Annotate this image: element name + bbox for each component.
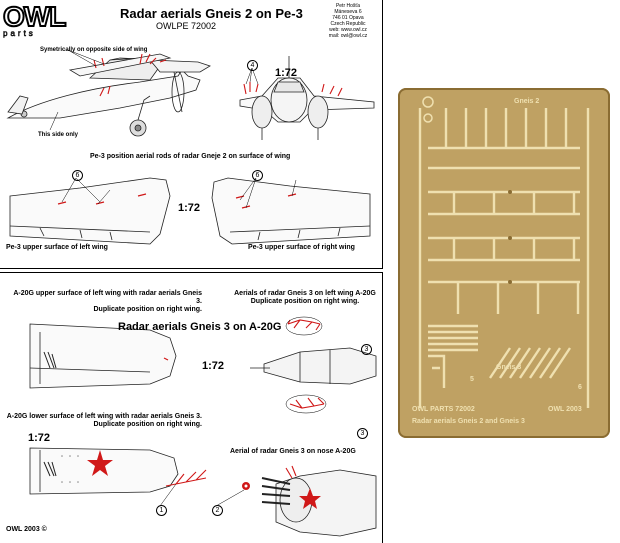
pe3-left-wing-aerials (57, 193, 147, 205)
page-title: Radar aerials Gneis 2 on Pe-3 (120, 6, 303, 21)
scale-wings: 1:72 (178, 202, 201, 214)
fret-num-5: 5 (470, 376, 474, 383)
pe3-left-wing (9, 177, 171, 245)
scale-front: 1:72 (275, 67, 298, 79)
pe3-front-aerials (243, 82, 343, 97)
callout-6-right: 6 (252, 170, 263, 181)
address-line: mail: owl@owl.cz (328, 33, 368, 39)
top-panel (0, 0, 383, 269)
callout-6-left: 6 (72, 170, 83, 181)
caption-aerials: Aerials of radar Gneis 3 on left wing A-… (230, 290, 380, 306)
callout-3-top: 3 (361, 344, 372, 355)
callout-3-bottom: 3 (357, 428, 368, 439)
fret-footer-desc: Radar aerials Gneis 2 and Gneis 3 (412, 418, 525, 425)
callout-4: 4 (247, 60, 258, 71)
product-code: OWLPE 72002 (156, 21, 217, 31)
left-wing-caption: Pe-3 upper surface of left wing (6, 244, 108, 251)
caption-lower-line2: Duplicate position on right wing. (93, 421, 203, 428)
a20g-nose-star (299, 488, 321, 509)
fret-artwork (418, 96, 590, 408)
caption-lower-wing: A-20G lower surface of left wing with ra… (6, 413, 202, 429)
fret-label-gneis3: Gneis 3 (496, 364, 522, 371)
photoetch-fret: Gneis 2 Gneis 3 5 6 OWL PARTS 72002 OWL … (398, 88, 610, 438)
a20g-title: Radar aerials Gneis 3 on A-20G (118, 321, 282, 333)
address-line: web: www.owl.cz (329, 27, 367, 33)
pe3-side-view (6, 53, 211, 137)
pe3-side-aerials (93, 53, 167, 97)
note-symmetric: Symetrically on opposite side of wing (40, 47, 148, 53)
logo-sub: parts (3, 29, 36, 38)
address-block: Petr Hošťa Máneseva 6 746 01 Opava Czech… (316, 3, 380, 39)
scale-low: 1:72 (28, 432, 51, 444)
fret-num-6: 6 (578, 384, 582, 391)
position-caption: Pe-3 position aerial rods of radar Gneje… (90, 153, 291, 160)
address-line: Czech Republic (330, 21, 366, 27)
scale-mid: 1:72 (202, 360, 225, 372)
caption-upper-wing: A-20G upper surface of left wing with ra… (6, 290, 202, 314)
caption-aerials-line1: Aerials of radar Gneis 3 on left wing A-… (234, 290, 376, 297)
fret-footer-left: OWL PARTS 72002 (412, 406, 475, 413)
callout-1: 1 (156, 505, 167, 516)
aerial-part-2 (242, 482, 250, 490)
caption-nose: Aerial of radar Gneis 3 on nose A-20G (230, 448, 356, 455)
a20g-nose (261, 469, 377, 537)
aerial-part-1 (165, 469, 207, 487)
note-this-side: This side only (38, 132, 79, 138)
a20g-aerial-rods-top (285, 316, 323, 336)
caption-lower-line1: A-20G lower surface of left wing with ra… (6, 413, 202, 420)
fret-label-gneis2: Gneis 2 (514, 98, 540, 105)
caption-aerials-line2: Duplicate position on right wing. (250, 298, 360, 305)
bottom-panel (0, 272, 383, 543)
a20g-nacelle (250, 347, 377, 385)
pe3-side-leaders (49, 49, 105, 131)
fret-footer-right: OWL 2003 (548, 406, 582, 413)
pe3-front-view (239, 56, 375, 140)
caption-upper-line1: A-20G upper surface of left wing with ra… (13, 290, 202, 305)
a20g-upper-wing-aerials (163, 357, 169, 361)
a20g-drawings (29, 316, 377, 537)
callout-2: 2 (212, 505, 223, 516)
pe3-drawings (6, 49, 375, 245)
address-line: Petr Hošťa (335, 3, 361, 9)
a20g-aerial-rods-bottom (285, 394, 327, 414)
a20g-upper-wing (29, 323, 177, 389)
address-line: Máneseva 6 (334, 9, 362, 15)
address-line: 746 01 Opava (332, 15, 364, 21)
pe3-right-wing (211, 177, 371, 245)
right-wing-caption: Pe-3 upper surface of right wing (248, 244, 355, 251)
caption-upper-line2: Duplicate position on right wing. (93, 306, 203, 313)
a20g-lower-wing-star (87, 450, 113, 476)
copyright: OWL 2003 © (6, 526, 47, 533)
